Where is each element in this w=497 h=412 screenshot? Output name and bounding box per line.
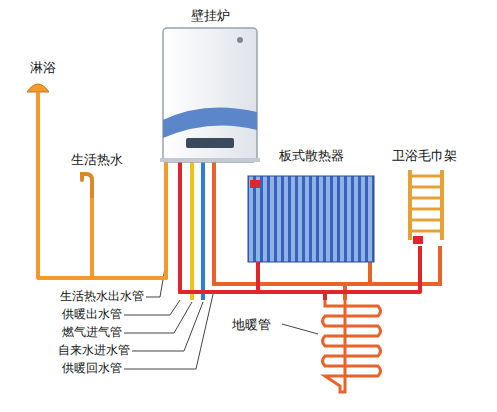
component-label: 生活热水	[64, 150, 130, 168]
rack-rung	[410, 230, 442, 233]
component-box: 淋浴	[18, 58, 68, 97]
pipe-connector	[180, 173, 325, 300]
component-label: 淋浴	[18, 58, 68, 76]
pipe-connector	[92, 173, 166, 278]
floor-heating-coil	[323, 300, 381, 392]
pipe-connector	[180, 173, 258, 292]
pipe-label: 生活热水出水管	[60, 289, 144, 304]
pipe-connector	[38, 97, 166, 278]
component-label: 壁挂炉	[158, 6, 262, 24]
shower-head	[27, 84, 49, 97]
component-label: 板式散热器	[240, 146, 382, 164]
component-label: 卫浴毛巾架	[388, 146, 460, 164]
panel-radiator	[248, 176, 374, 271]
component-box: 壁挂炉	[158, 6, 262, 173]
component-box: 卫浴毛巾架	[388, 146, 460, 246]
component-box: 生活热水	[64, 150, 130, 198]
leader-line	[282, 324, 318, 334]
rack-rung	[410, 208, 442, 211]
rack-rung	[410, 219, 442, 222]
rack-rung	[410, 186, 442, 189]
towel-rack	[410, 170, 442, 244]
component-box: 板式散热器	[240, 146, 382, 271]
pipe-label: 自来水进水管	[58, 343, 130, 358]
pipe-label: 燃气进气管	[62, 325, 122, 340]
pipe-connector	[180, 173, 420, 292]
pipe-label: 供暖回水管	[62, 361, 122, 376]
component-box: 地暖管	[230, 300, 386, 392]
faucet	[82, 174, 92, 198]
component-label: 地暖管	[232, 316, 271, 333]
rack-rung	[410, 175, 442, 178]
pipe-label: 供暖出水管	[62, 307, 122, 322]
other-pipes	[192, 160, 440, 300]
rack-rung	[410, 197, 442, 200]
boiler-body	[160, 28, 260, 162]
